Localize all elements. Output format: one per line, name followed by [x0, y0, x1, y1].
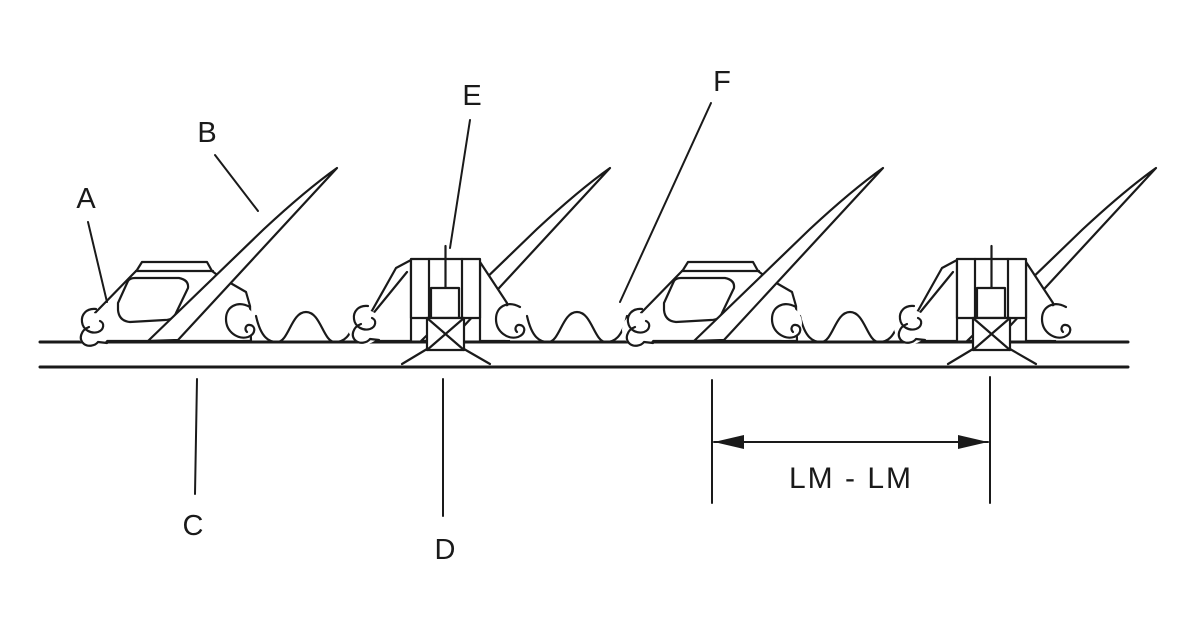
- callout-f-label: F: [713, 66, 731, 98]
- leader-line-c: [194, 378, 198, 495]
- clamp-module-e: [346, 166, 612, 366]
- callout-c-label: C: [183, 510, 204, 542]
- spike-blade: [146, 166, 339, 343]
- callout-a-label: A: [76, 183, 96, 215]
- arrowhead-right-icon: [958, 435, 988, 449]
- sheet-wave-3: [798, 310, 902, 344]
- leader-line-b: [214, 154, 259, 212]
- arrowhead-left-icon: [714, 435, 744, 449]
- leader-line-e: [449, 119, 471, 249]
- clamp-module-e-2: [894, 168, 1156, 364]
- callout-d-label: D: [435, 534, 456, 566]
- dimension-label: LM - LM: [789, 462, 913, 495]
- anchor-cross: [425, 316, 466, 352]
- callout-b-label: B: [197, 117, 216, 149]
- anchor-legs: [400, 347, 492, 366]
- sheet-wave-1: [254, 310, 358, 344]
- bolt-inner-block: [429, 286, 461, 320]
- dimension-lm-lm: LM - LM: [711, 376, 991, 504]
- leader-line-f: [619, 102, 712, 303]
- clamp-module-a: [74, 166, 339, 349]
- callout-e-label: E: [462, 80, 481, 112]
- clamp-module-a-2: [622, 168, 883, 347]
- clamp-hex-hole: [116, 276, 190, 324]
- callout-leaders: [87, 102, 712, 517]
- leader-line-a: [87, 221, 108, 303]
- sheet-wave-2: [525, 310, 629, 344]
